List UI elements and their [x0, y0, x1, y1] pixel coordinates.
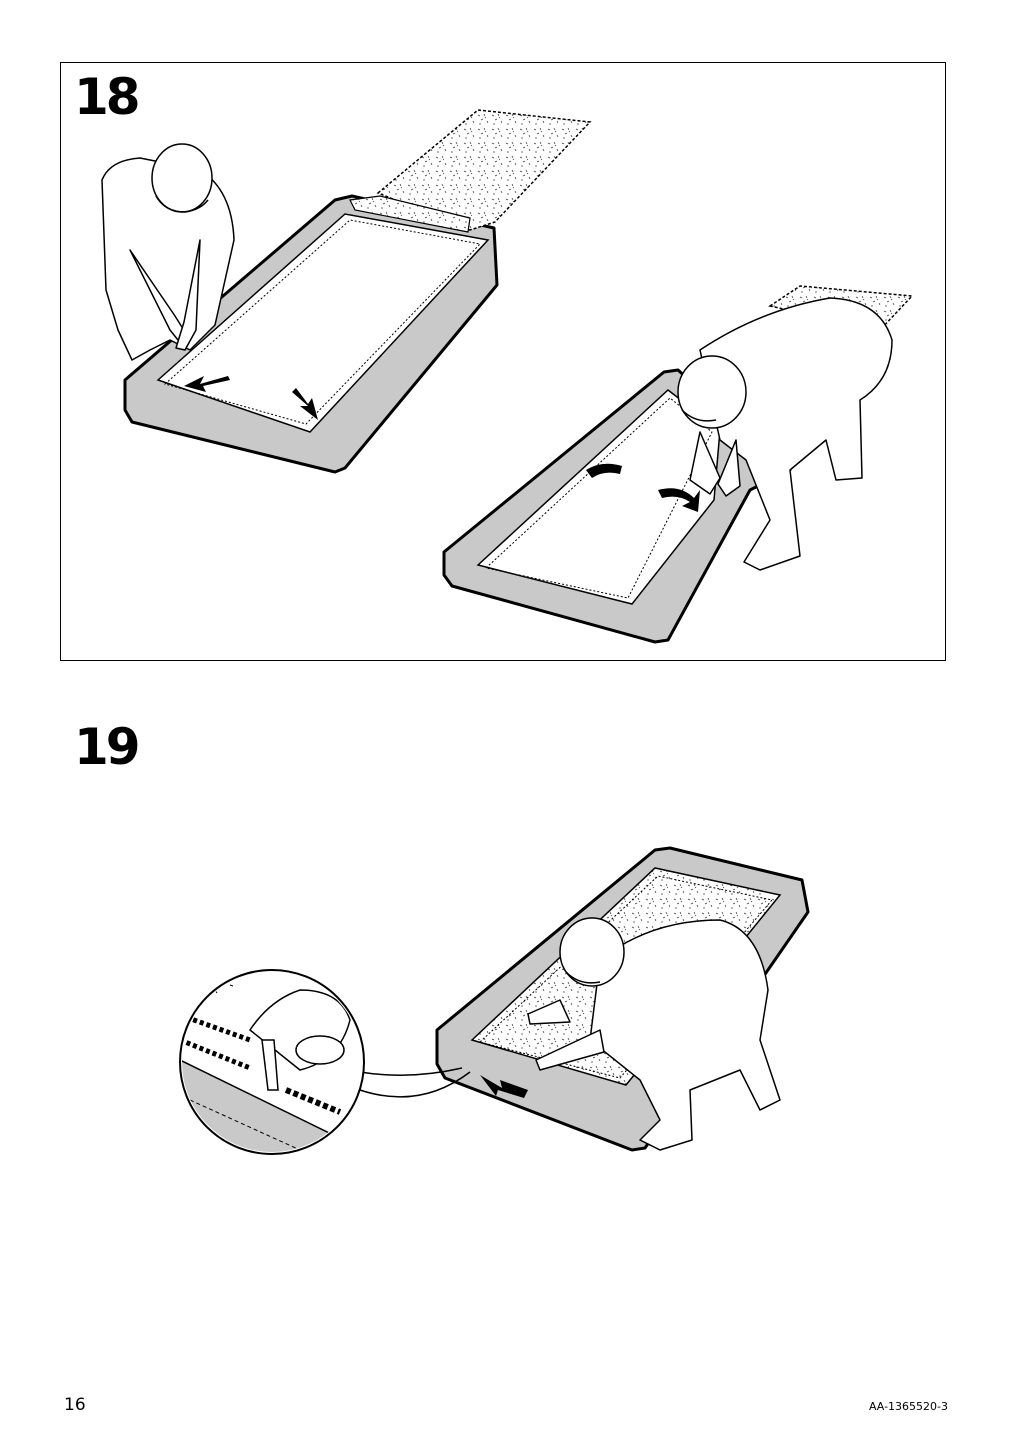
arrow-icon [480, 1075, 528, 1098]
foam-insert-18 [349, 109, 592, 233]
person-18-left [101, 143, 235, 361]
document-id: AA-1365520-3 [868, 1400, 948, 1413]
person-19 [527, 917, 781, 1151]
cushion-18-left [123, 194, 499, 474]
step-18-number: 18 [74, 68, 141, 126]
cushion-18-right [442, 368, 792, 644]
person-18-right [677, 297, 893, 571]
page-number: 16 [64, 1395, 86, 1415]
step-18-panel [60, 62, 946, 661]
arrow-icon [184, 376, 318, 420]
step-19-number: 19 [74, 718, 141, 776]
zipper-detail-callout [179, 969, 471, 1155]
arrow-icon [586, 463, 700, 512]
